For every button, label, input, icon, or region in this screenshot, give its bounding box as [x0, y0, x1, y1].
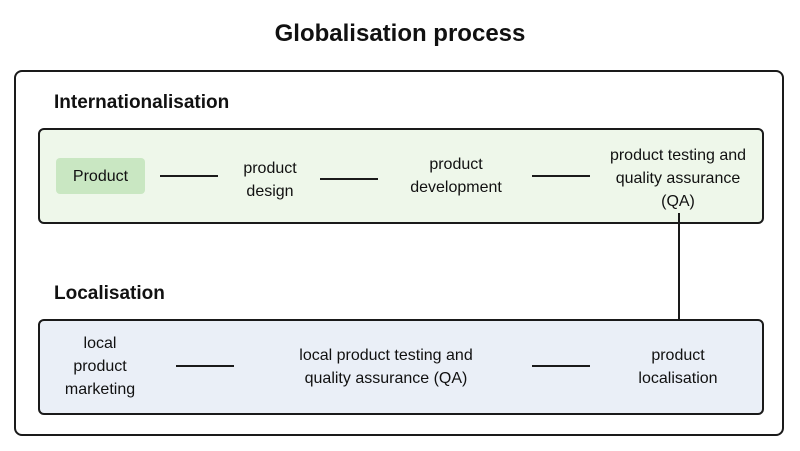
step-product-localisation: product localisation — [638, 347, 718, 387]
globalisation-container — [14, 70, 784, 436]
connector — [320, 178, 378, 180]
connector-vertical — [678, 213, 680, 337]
step-product: Product — [56, 158, 145, 194]
diagram-title: Globalisation process — [274, 20, 526, 47]
connector — [532, 175, 590, 177]
step-product-development: product development — [410, 156, 502, 196]
connector — [532, 365, 590, 367]
connector — [160, 175, 218, 177]
step-product-design: product design — [243, 160, 297, 200]
localisation-label: Localisation — [54, 283, 165, 304]
step-local-testing-qa: local product testing and quality assura… — [299, 347, 473, 387]
connector — [176, 365, 234, 367]
step-local-product-marketing: local product marketing — [64, 334, 136, 398]
internationalisation-band — [38, 128, 764, 224]
step-product-testing-qa: product testing and quality assurance (Q… — [609, 146, 747, 210]
internationalisation-label: Internationalisation — [54, 92, 230, 113]
localisation-band — [38, 319, 764, 415]
